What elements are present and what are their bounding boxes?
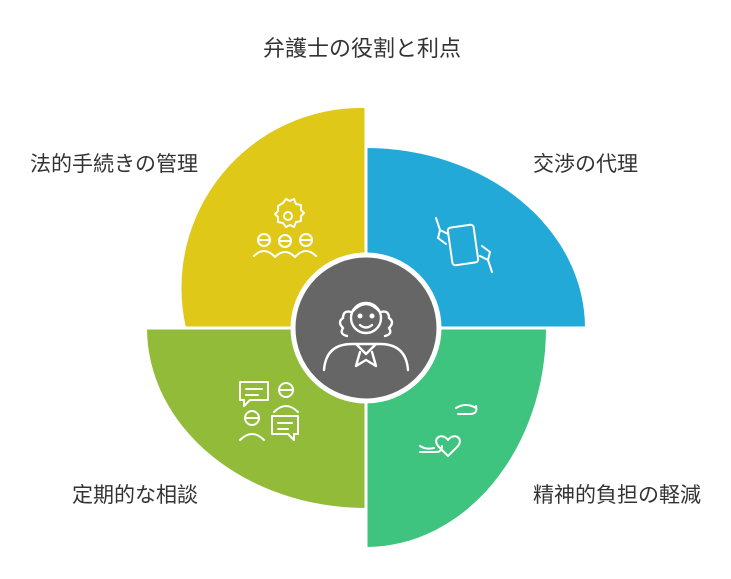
quadrant-label-top-right: 交渉の代理 [533, 152, 638, 176]
hands-with-heart-icon [419, 404, 478, 457]
gear-with-people-icon [253, 198, 317, 258]
quadrant-label-bottom-right: 精神的負担の軽減 [533, 483, 701, 507]
quadrant-label-bottom-left: 定期的な相談 [72, 483, 198, 507]
quadrant-label-top-left: 法的手続きの管理 [30, 152, 198, 176]
hands-holding-document-icon [435, 217, 493, 273]
lawyer-icon [322, 301, 410, 372]
diagram-title: 弁護士の役割と利点 [263, 37, 461, 62]
people-conversation-icon [239, 381, 299, 441]
